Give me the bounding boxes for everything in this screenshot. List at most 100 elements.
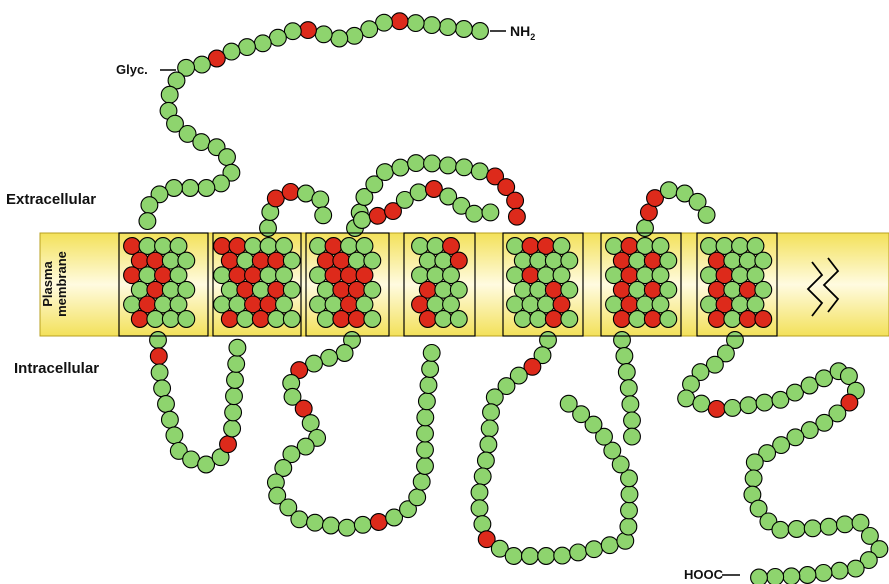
c-terminal-tail-residue (678, 390, 695, 407)
intracellular-loop-residue (307, 514, 324, 531)
intracellular-loop-residue (616, 348, 633, 365)
intracellular-loop-residue (321, 349, 338, 366)
intracellular-loop-residue (483, 404, 500, 421)
c-terminal-tail-residue (799, 567, 816, 584)
intracellular-loop-residue (620, 518, 637, 535)
tm7-helix-residue (739, 311, 756, 328)
intracellular-loop-residue (370, 514, 387, 531)
intracellular-loop-residue (622, 396, 639, 413)
intracellular-loop-residue (158, 396, 175, 413)
c-terminal-tail-residue (815, 565, 832, 582)
tm1-helix-residue (162, 311, 179, 328)
n-terminal-tail-residue (439, 19, 456, 36)
tm1-helix-residue (178, 311, 195, 328)
intracellular-loop-residue (228, 356, 245, 373)
intracellular-loop-residue (417, 458, 434, 475)
tm6-helix-residue (660, 311, 677, 328)
c-terminal-tail-residue (708, 401, 725, 418)
tm7-helix-residue (708, 311, 725, 328)
tm7-helix-residue (724, 311, 741, 328)
extracellular-loop-residue (260, 220, 277, 237)
c-terminal-tail-residue (756, 394, 773, 411)
intracellular-loop-residue (624, 428, 641, 445)
extracellular-label: Extracellular (6, 191, 96, 208)
n-terminus-label: NH2 (510, 23, 535, 42)
n-terminal-tail-residue (300, 22, 317, 39)
extracellular-loop-residue (282, 184, 299, 201)
n-terminal-tail-residue (208, 50, 225, 67)
membrane-label-line1: Plasma (40, 260, 55, 306)
intracellular-loop-residue (505, 548, 522, 565)
n-terminal-tail-residue (346, 27, 363, 44)
n-terminal-tail-residue (141, 197, 158, 214)
tm5-helix-residue (530, 311, 547, 328)
intracellular-loop-residue (154, 380, 171, 397)
membrane-label-line2: membrane (54, 251, 69, 317)
c-terminal-tail-residue (740, 397, 757, 414)
tm2-helix-residue (268, 311, 285, 328)
c-terminal-tail-residue (751, 569, 768, 584)
intracellular-loop-residue (417, 425, 434, 442)
intracellular-loop-residue (522, 548, 539, 565)
tm6-helix-residue (644, 311, 661, 328)
intracellular-loop-residue (419, 393, 436, 410)
c-terminal-tail-residue (847, 560, 864, 577)
n-terminal-tail-residue (423, 17, 440, 34)
n-terminal-tail-residue (315, 26, 332, 43)
extracellular-loop-residue (377, 164, 394, 181)
intracellular-loop-residue (291, 511, 308, 528)
intracellular-loop-residue (417, 441, 434, 458)
intracellular-loop-residue (620, 380, 637, 397)
intracellular-loop-residue (226, 388, 243, 405)
tm3-helix-residue (348, 311, 365, 328)
intracellular-loop-residue (323, 517, 340, 534)
n-terminal-tail-residue (270, 29, 287, 46)
n-terminal-tail-residue (331, 30, 348, 47)
intracellular-loop-residue (621, 486, 638, 503)
extracellular-loop-residue (471, 163, 488, 180)
n-terminal-tail-residue (254, 35, 271, 52)
extracellular-loop-residue (698, 207, 715, 224)
intracellular-loop-residue (471, 484, 488, 501)
intracellular-loop-residue (413, 473, 430, 490)
intracellular-loop-residue (409, 489, 426, 506)
n-terminal-tail-residue (284, 23, 301, 40)
intracellular-loop-residue (423, 345, 440, 362)
extracellular-loop-residue (369, 207, 386, 224)
intracellular-loop-residue (474, 516, 491, 533)
n-terminal-tail-residue (239, 39, 256, 56)
c-terminal-tail-residue (831, 562, 848, 579)
extracellular-loop-residue (456, 159, 473, 176)
intracellular-loop-residue (336, 345, 353, 362)
intracellular-loop-residue (601, 537, 618, 554)
extracellular-loop-residue (637, 220, 654, 237)
n-terminal-tail-residue (219, 149, 236, 166)
tm4-helix-residue (435, 311, 452, 328)
n-terminal-tail-residue (139, 213, 156, 230)
intracellular-loop-residue (554, 547, 571, 564)
intracellular-loop-residue (150, 348, 167, 365)
intracellular-loop-residue (422, 361, 439, 378)
intracellular-loop-residue (417, 409, 434, 426)
tm2-helix-residue (252, 311, 269, 328)
extracellular-loop-residue (354, 212, 371, 229)
tm3-helix-residue (364, 311, 381, 328)
n-terminal-tail-residue (182, 180, 199, 197)
extracellular-loop-residue (424, 155, 441, 172)
c-terminal-tail-residue (772, 521, 789, 538)
n-terminal-tail-residue (472, 23, 489, 40)
intracellular-loop-residue (220, 436, 237, 453)
tm3-helix-residue (333, 311, 350, 328)
tm2-helix-residue (283, 311, 300, 328)
extracellular-loop-residue (509, 208, 526, 225)
intracellular-loop-residue (471, 500, 488, 517)
intracellular-loop-residue (162, 411, 179, 428)
tm1-helix-residue (131, 311, 148, 328)
extracellular-loop-residue (315, 207, 332, 224)
extracellular-loop-residue (482, 204, 499, 221)
intracellular-loop-residue (486, 389, 503, 406)
intracellular-loop-residue (480, 436, 497, 453)
extracellular-loop-residue (410, 184, 427, 201)
intracellular-loop-residue (339, 519, 356, 536)
intracellular-loop-residue (229, 339, 246, 356)
